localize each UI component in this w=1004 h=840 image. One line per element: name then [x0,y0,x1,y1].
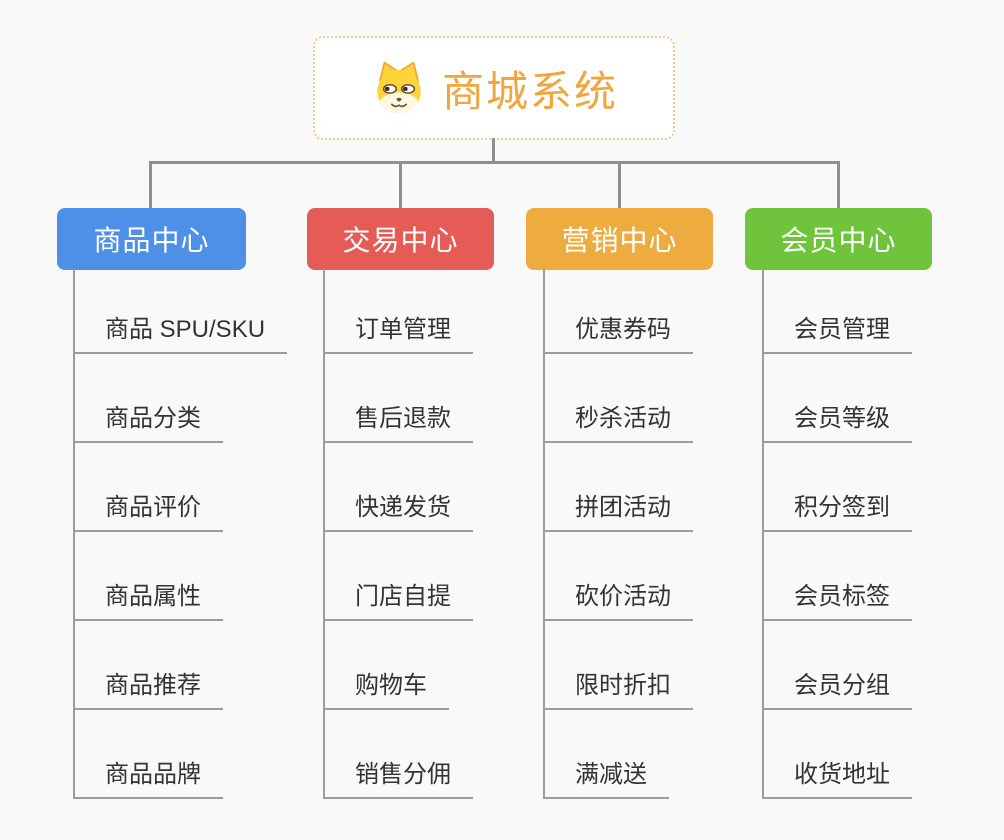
trunk-marketing-center [543,269,545,799]
leaf-node[interactable]: 限时折扣 [543,668,693,710]
leaf-node[interactable]: 秒杀活动 [543,401,693,443]
dog-face-icon [377,61,421,114]
root-node-mall-system[interactable]: 商城系统 [313,36,675,140]
leaf-node[interactable]: 积分签到 [762,490,912,532]
leaf-node[interactable]: 拼团活动 [543,490,693,532]
leaf-node[interactable]: 会员标签 [762,579,912,621]
leaf-node[interactable]: 商品评价 [73,490,223,532]
leaf-node[interactable]: 门店自提 [323,579,473,621]
leaf-node[interactable]: 收货地址 [762,757,912,799]
branch-node-trade-center[interactable]: 交易中心 [307,208,494,270]
trunk-product-center [73,269,75,799]
root-title: 商城系统 [441,67,618,115]
connector-drop-trade [399,161,402,208]
leaf-node[interactable]: 优惠券码 [543,312,693,354]
connector-drop-marketing [618,161,621,208]
leaf-node[interactable]: 会员等级 [762,401,912,443]
connector-drop-products [149,161,152,208]
branch-node-marketing-center[interactable]: 营销中心 [526,208,713,270]
leaf-node[interactable]: 会员分组 [762,668,912,710]
leaf-node[interactable]: 快递发货 [323,490,473,532]
leaf-node[interactable]: 购物车 [323,668,449,710]
trunk-trade-center [323,269,325,799]
leaf-node[interactable]: 售后退款 [323,401,473,443]
leaf-node[interactable]: 销售分佣 [323,757,473,799]
leaf-node[interactable]: 商品属性 [73,579,223,621]
trunk-member-center [762,269,764,799]
leaf-node[interactable]: 商品品牌 [73,757,223,799]
connector-root-drop [492,138,495,164]
leaf-node[interactable]: 商品分类 [73,401,223,443]
leaf-node[interactable]: 商品 SPU/SKU [73,312,288,354]
leaf-node[interactable]: 订单管理 [323,312,473,354]
leaf-node[interactable]: 商品推荐 [73,668,223,710]
leaf-node[interactable]: 会员管理 [762,312,912,354]
leaf-node[interactable]: 砍价活动 [543,579,693,621]
branch-node-member-center[interactable]: 会员中心 [745,208,932,270]
branch-node-product-center[interactable]: 商品中心 [57,208,246,270]
connector-drop-members [837,161,840,208]
connector-bus [149,161,840,164]
leaf-node[interactable]: 满减送 [543,757,669,799]
